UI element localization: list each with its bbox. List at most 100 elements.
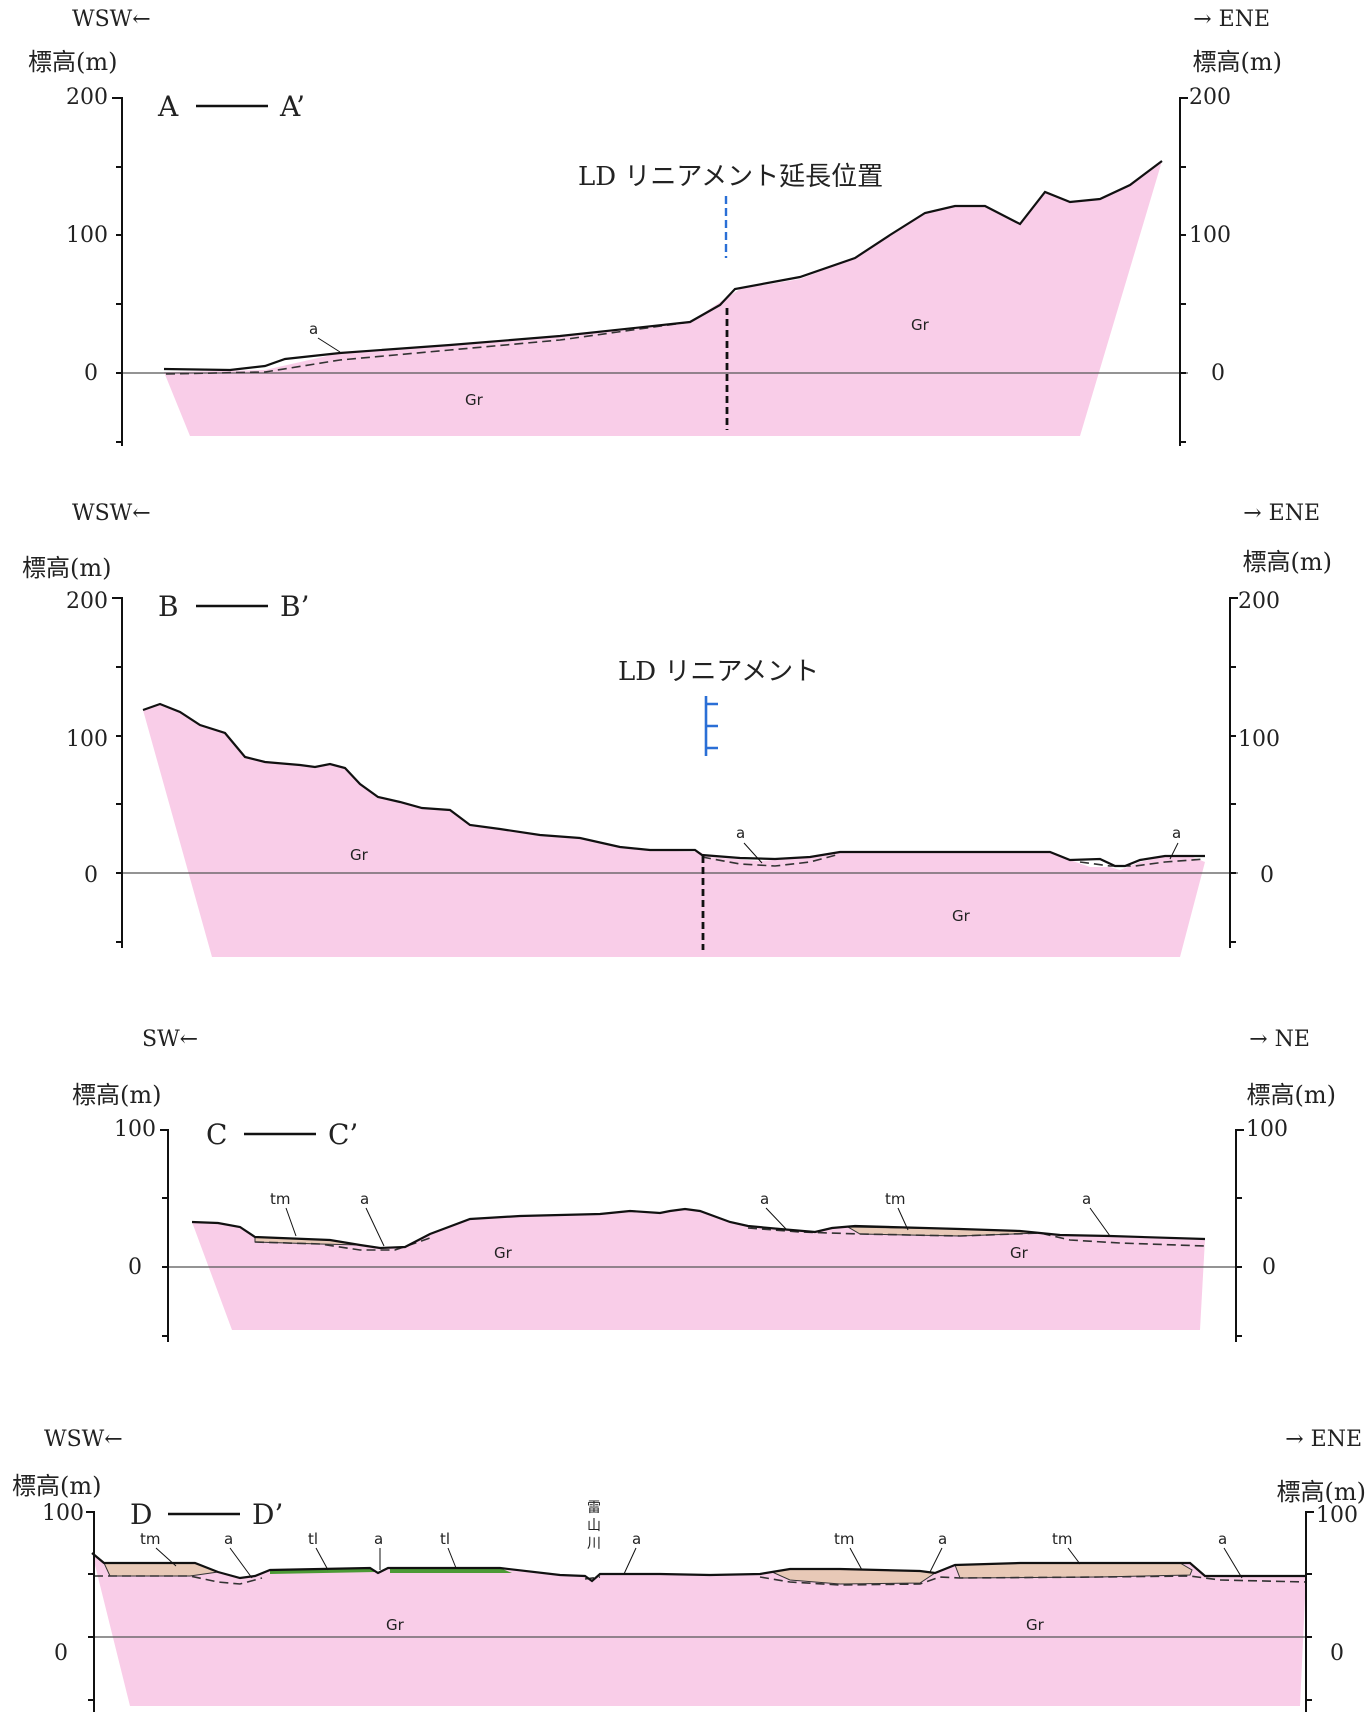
section-c: SW← → NE 標高(m) 標高(m) 100 0 100 0 C C’ tm… bbox=[72, 1027, 1336, 1342]
section-a-dir-right: → ENE bbox=[1193, 7, 1270, 32]
section-d-scale-right bbox=[1305, 1511, 1314, 1712]
section-d-unit-a-4-leader bbox=[929, 1547, 943, 1573]
section-c-tick-100-left: 100 bbox=[114, 1117, 156, 1142]
section-c-axis-label-right: 標高(m) bbox=[1247, 1081, 1336, 1109]
section-c-unit-a-2-leader bbox=[765, 1207, 787, 1230]
section-a-tick-200-left: 200 bbox=[66, 85, 108, 110]
section-d-title-right: D’ bbox=[252, 1498, 283, 1531]
section-d-unit-gr-1: Gr bbox=[386, 1616, 405, 1634]
section-b-unit-gr-1: Gr bbox=[350, 846, 369, 864]
section-b-title-left: B bbox=[158, 590, 179, 623]
section-c-unit-tm-1: tm bbox=[270, 1190, 291, 1208]
section-b: WSW← → ENE 標高(m) 標高(m) 200 100 0 200 100… bbox=[22, 501, 1332, 957]
section-b-tick-200-left: 200 bbox=[66, 589, 108, 614]
section-b-unit-a-2: a bbox=[1172, 824, 1181, 842]
section-a-unit-a: a bbox=[309, 320, 318, 338]
section-d-unit-tl-2-leader bbox=[447, 1547, 457, 1569]
section-d-dir-left: WSW← bbox=[44, 1427, 123, 1452]
section-a-axis-label-right: 標高(m) bbox=[1193, 48, 1282, 76]
section-d-river-label-3: 川 bbox=[587, 1536, 601, 1552]
section-d-axis-label-right: 標高(m) bbox=[1277, 1478, 1366, 1506]
section-a-scale-right bbox=[1179, 97, 1188, 446]
section-c-tick-0-left: 0 bbox=[128, 1255, 142, 1280]
section-d-unit-tm-3: tm bbox=[1052, 1530, 1073, 1548]
section-d-axis-label-left: 標高(m) bbox=[12, 1472, 101, 1500]
section-d-unit-a-2: a bbox=[374, 1530, 383, 1548]
section-b-unit-a-2-leader bbox=[1169, 842, 1179, 860]
section-c-unit-a-1-leader bbox=[365, 1207, 385, 1247]
section-d-tick-0-right: 0 bbox=[1330, 1641, 1344, 1666]
section-d-unit-tl-2: tl bbox=[440, 1530, 450, 1548]
section-c-unit-gr-1: Gr bbox=[494, 1244, 513, 1262]
section-c-title-left: C bbox=[206, 1118, 227, 1151]
section-d-unit-a-1-leader bbox=[229, 1547, 253, 1579]
section-b-tick-0-right: 0 bbox=[1260, 863, 1274, 888]
section-d-unit-a-1: a bbox=[224, 1530, 233, 1548]
section-a-axis-label-left: 標高(m) bbox=[28, 48, 117, 76]
section-c-tick-100-right: 100 bbox=[1246, 1117, 1288, 1142]
section-d-title-left: D bbox=[130, 1498, 152, 1531]
section-d-unit-a-4: a bbox=[938, 1530, 947, 1548]
section-d-unit-tm-1: tm bbox=[140, 1530, 161, 1548]
section-c-ground-profile bbox=[191, 1207, 1206, 1250]
section-a-ground-profile bbox=[163, 160, 1163, 372]
section-b-tick-200-right-text: 200 bbox=[1238, 589, 1280, 614]
section-c-unit-gr-2: Gr bbox=[1010, 1244, 1029, 1262]
section-a-dir-left: WSW← bbox=[72, 7, 151, 32]
section-a-alluvium-base bbox=[165, 321, 691, 375]
section-d-unit-tm-2-leader bbox=[849, 1547, 863, 1571]
section-a-unit-a-leader bbox=[317, 337, 341, 353]
section-d-unit-a-3-leader bbox=[623, 1547, 637, 1575]
section-a-lineament-label: LD リニアメント延長位置 bbox=[578, 162, 883, 192]
section-d-tick-100-left: 100 bbox=[42, 1501, 84, 1526]
section-a-unit-gr-1: Gr bbox=[465, 391, 484, 409]
section-d-terrace-tl-2 bbox=[390, 1568, 512, 1573]
section-d-tick-0-left: 0 bbox=[54, 1641, 68, 1666]
section-b-unit-a-1-leader bbox=[743, 842, 763, 864]
section-a-tick-0-left: 0 bbox=[84, 361, 98, 386]
section-a-tick-0-right: 0 bbox=[1211, 361, 1225, 386]
section-b-unit-a-1: a bbox=[736, 824, 745, 842]
section-b-scale-right bbox=[1229, 597, 1238, 948]
section-b-granite-body bbox=[143, 704, 1205, 957]
section-b-unit-gr-2: Gr bbox=[952, 907, 971, 925]
section-b-alluvium-base-2 bbox=[1079, 858, 1206, 867]
section-b-axis-label-left: 標高(m) bbox=[22, 554, 111, 582]
section-d-unit-tm-2: tm bbox=[834, 1530, 855, 1548]
section-c-unit-a-3: a bbox=[1082, 1190, 1091, 1208]
section-d-unit-a-5-leader bbox=[1223, 1547, 1243, 1579]
section-d-unit-a-5: a bbox=[1218, 1530, 1227, 1548]
section-d-dir-right: → ENE bbox=[1285, 1427, 1362, 1452]
section-b-alluvium-base-1 bbox=[701, 853, 841, 867]
section-c-dir-left: SW← bbox=[142, 1027, 198, 1052]
section-b-title-right: B’ bbox=[280, 590, 309, 623]
section-a-scale-left bbox=[112, 97, 123, 446]
section-a-tick-100-right: 100 bbox=[1189, 223, 1231, 248]
section-d-unit-gr-2: Gr bbox=[1026, 1616, 1045, 1634]
section-d-scale-left bbox=[86, 1511, 95, 1712]
section-c-unit-tm-1-leader bbox=[285, 1207, 297, 1237]
section-c-unit-tm-2-leader bbox=[897, 1207, 909, 1231]
section-b-lineament-label: LD リニアメント bbox=[618, 657, 819, 687]
section-c-unit-a-2: a bbox=[760, 1190, 769, 1208]
section-b-tick-100-left: 100 bbox=[66, 727, 108, 752]
section-c-unit-a-1: a bbox=[360, 1190, 369, 1208]
section-d-ground-profile bbox=[91, 1552, 1306, 1583]
section-c-title-right: C’ bbox=[328, 1118, 358, 1151]
section-a-tick-100-left: 100 bbox=[66, 223, 108, 248]
section-a-tick-200-right: 200 bbox=[1189, 85, 1231, 110]
section-c-scale-left bbox=[160, 1129, 169, 1342]
section-d-unit-tm-1-leader bbox=[155, 1547, 177, 1567]
section-d-unit-tl-1: tl bbox=[308, 1530, 318, 1548]
section-d-unit-tm-3-leader bbox=[1067, 1547, 1081, 1565]
section-c-tick-0-right: 0 bbox=[1262, 1255, 1276, 1280]
section-d-river-label-1: 雷 bbox=[587, 1500, 601, 1516]
section-d: WSW← → ENE 標高(m) 標高(m) 100 0 100 0 D D’ … bbox=[12, 1427, 1366, 1712]
section-b-scale-left bbox=[112, 597, 123, 948]
section-c-unit-a-3-leader bbox=[1089, 1207, 1111, 1237]
section-b-tick-0-left: 0 bbox=[84, 863, 98, 888]
section-b-tick-100-right: 100 bbox=[1238, 727, 1280, 752]
section-d-tick-100-right: 100 bbox=[1316, 1503, 1358, 1528]
section-b-dir-left: WSW← bbox=[72, 501, 151, 526]
